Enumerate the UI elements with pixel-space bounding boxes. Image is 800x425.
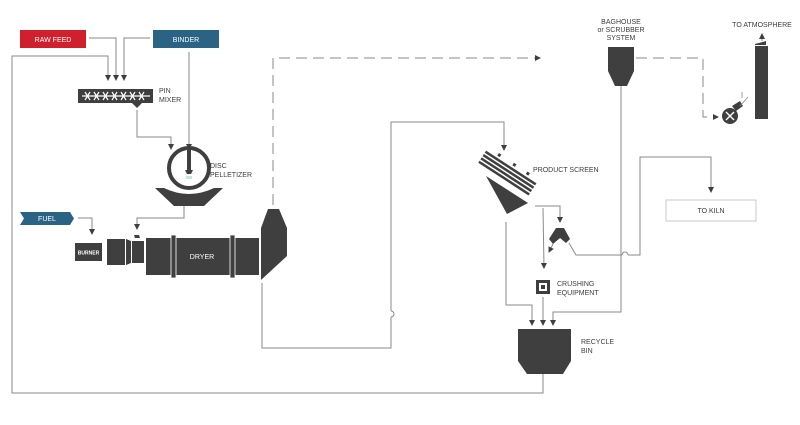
recycle-bin-label-1: RECYCLE bbox=[581, 339, 614, 346]
fan-outlet bbox=[732, 101, 743, 111]
flow-splitter[interactable] bbox=[549, 228, 570, 244]
to-kiln-box[interactable]: TO KILN bbox=[665, 199, 757, 222]
dryer-inlet-cone bbox=[126, 239, 131, 265]
pelletizer-disc bbox=[167, 146, 211, 190]
screen-deck-4 bbox=[478, 160, 530, 196]
to-kiln-frame bbox=[665, 199, 757, 222]
screen-vibrator-2 bbox=[512, 162, 517, 167]
burner-label: BURNER bbox=[78, 251, 100, 257]
dryer-to-screen-line-up bbox=[390, 121, 507, 311]
fan-icon bbox=[725, 111, 735, 121]
screen-deck-2 bbox=[482, 153, 535, 189]
splitter-to-recycle-line bbox=[548, 243, 554, 253]
flow-lines bbox=[11, 33, 765, 394]
stack[interactable]: TO ATMOSPHERE bbox=[732, 22, 792, 119]
raw-feed-line bbox=[89, 37, 119, 81]
screen-to-splitter-line bbox=[535, 205, 563, 223]
dryer-feed-chute bbox=[134, 235, 140, 238]
raw-feed-box bbox=[20, 30, 86, 48]
screen-vibrator-3 bbox=[525, 171, 530, 176]
pelletizer-label-1: DISC bbox=[210, 163, 227, 170]
raw-feed-input[interactable]: RAW FEED bbox=[20, 30, 86, 48]
fuel-input[interactable]: FUEL bbox=[20, 212, 74, 225]
product-screen-label: PRODUCT SCREEN bbox=[533, 167, 599, 174]
pin-mixer-label-1: PIN bbox=[159, 88, 171, 95]
pelletizer-to-dryer-line bbox=[134, 206, 185, 230]
screen-deck-1 bbox=[484, 150, 537, 186]
pelletizer-label-2: PELLETIZER bbox=[210, 172, 252, 179]
to-kiln-label: TO KILN bbox=[697, 208, 724, 215]
to-atmosphere-label: TO ATMOSPHERE bbox=[732, 22, 792, 29]
binder-to-mixer-line bbox=[121, 37, 150, 81]
pin-mixer-label-2: MIXER bbox=[159, 97, 181, 104]
burner-body bbox=[75, 243, 102, 261]
mixer-to-pelletizer-line bbox=[136, 110, 174, 150]
splitter-to-kiln-line bbox=[568, 242, 622, 256]
pin-mixer-pins bbox=[82, 91, 150, 101]
baghouse-label-3: SYSTEM bbox=[607, 35, 636, 42]
dryer-exhaust-line bbox=[272, 55, 541, 205]
fuel-to-burner-line bbox=[78, 217, 95, 235]
dryer-drum bbox=[146, 238, 259, 275]
spray-icon bbox=[186, 176, 192, 179]
dryer[interactable]: DRYER bbox=[107, 209, 287, 280]
pin-mixer-outlet bbox=[132, 103, 142, 108]
fuel-tag bbox=[20, 212, 74, 225]
stack-body bbox=[755, 46, 768, 119]
raw-feed-label: RAW FEED bbox=[35, 37, 72, 44]
dryer-ring-1 bbox=[170, 234, 177, 279]
binder-box bbox=[153, 30, 219, 48]
screen-hopper bbox=[486, 176, 528, 214]
fan-damper bbox=[739, 92, 749, 107]
pelletizer-pan bbox=[155, 188, 223, 206]
baghouse[interactable]: BAGHOUSE or SCRUBBER SYSTEM bbox=[597, 19, 645, 86]
dryer-inlet-1 bbox=[107, 239, 125, 265]
dryer-discharge-hood bbox=[261, 209, 287, 280]
crusher-core bbox=[541, 285, 545, 289]
crushing-equipment[interactable]: CRUSHING EQUIPMENT bbox=[536, 280, 599, 297]
screen-oversize-line bbox=[505, 222, 535, 326]
baghouse-fines-line bbox=[550, 86, 622, 326]
dryer-to-screen-line bbox=[261, 283, 392, 349]
exhaust-fan[interactable] bbox=[722, 92, 749, 124]
dryer-inlet-2 bbox=[132, 241, 144, 263]
product-screen[interactable]: PRODUCT SCREEN bbox=[478, 146, 599, 214]
recycle-bin-label-2: BIN bbox=[581, 348, 593, 355]
fuel-label: FUEL bbox=[38, 216, 56, 223]
recycle-bin-body bbox=[518, 329, 571, 374]
binder-label: BINDER bbox=[173, 37, 199, 44]
baghouse-label-1: BAGHOUSE bbox=[601, 19, 641, 26]
baghouse-to-fan-line bbox=[636, 57, 719, 120]
dryer-to-screen-line-hop bbox=[390, 310, 395, 318]
stack-cap bbox=[755, 41, 766, 45]
crushing-label-2: EQUIPMENT bbox=[557, 290, 599, 297]
splitter-to-kiln-line-2 bbox=[628, 156, 714, 256]
binder-input[interactable]: BINDER bbox=[153, 30, 219, 48]
screen-to-crusher-line bbox=[540, 207, 547, 269]
disc-pelletizer[interactable]: DISC PELLETIZER bbox=[155, 146, 252, 206]
baghouse-body bbox=[608, 47, 634, 86]
recycle-return-line bbox=[11, 55, 544, 394]
pelletizer-nozzle bbox=[185, 170, 193, 174]
splitter-body bbox=[549, 228, 570, 244]
pelletizer-spray-pipe bbox=[187, 150, 191, 170]
screen-vibrator-1 bbox=[497, 152, 502, 158]
recycle-bin[interactable]: RECYCLE BIN bbox=[518, 329, 614, 374]
dryer-ring-2 bbox=[229, 234, 236, 279]
crushing-label-1: CRUSHING bbox=[557, 281, 594, 288]
burner[interactable]: BURNER bbox=[75, 243, 102, 261]
screen-deck-3 bbox=[480, 157, 533, 193]
pin-mixer[interactable]: PIN MIXER bbox=[78, 88, 181, 108]
dryer-label: DRYER bbox=[190, 254, 214, 261]
splitter-to-kiln-hop bbox=[621, 251, 629, 256]
baghouse-label-2: or SCRUBBER bbox=[597, 27, 644, 34]
